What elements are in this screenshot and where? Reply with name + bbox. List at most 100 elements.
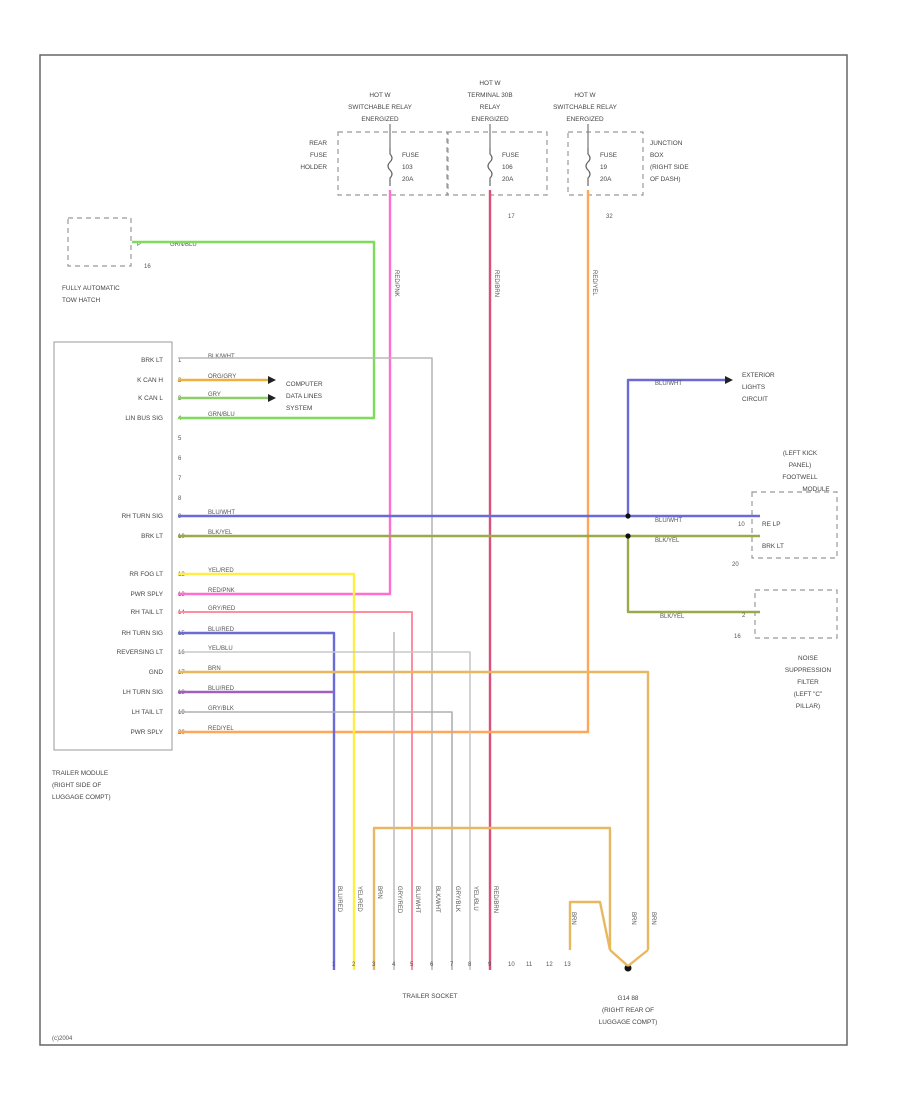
footer-code: (c)2004 [52, 1036, 73, 1042]
wire-yel-blu [178, 651, 471, 970]
module-pin-name: RH TURN SIG [122, 630, 163, 637]
module-wire-label: BLU/WHT [208, 510, 235, 516]
module-wire-label: BLK/YEL [208, 530, 233, 536]
wire-red-yel-fuse3 [178, 190, 590, 734]
socket-pin: 12 [546, 962, 553, 968]
module-wire-label: BRN [208, 666, 221, 672]
module-pin-name: K CAN L [138, 395, 163, 402]
wire-green-lin [132, 240, 376, 420]
wire-blk-wht [178, 357, 433, 970]
module-pin-name: RH TAIL LT [131, 609, 164, 616]
module-wire-label: YEL/BLU [208, 646, 233, 652]
noise-wire-label: BLK/YEL [660, 614, 685, 620]
socket-wire-label: RED/BRN [492, 886, 498, 913]
module-pin-name: LH TURN SIG [123, 689, 163, 696]
wire-blu-red [178, 631, 336, 970]
wire-brn-gnd [178, 670, 650, 950]
module-pin-number: 16 [178, 650, 185, 656]
module-pin-name: BRK LT [141, 533, 163, 540]
wire-brn-socket [372, 826, 612, 970]
footwell-pin-num-2: 20 [732, 562, 739, 568]
ground-icon [624, 964, 632, 972]
socket-pin: 11 [526, 962, 533, 968]
module-wire-label: BLU/RED [208, 627, 235, 633]
wire-brn-ground [568, 900, 612, 951]
module-pin-name: K CAN H [137, 377, 163, 384]
socket-pin: 9 [488, 962, 492, 968]
socket-pin: 5 [410, 962, 414, 968]
module-wire-label: GRY/BLK [208, 706, 234, 712]
module-wire-label: GRY [208, 392, 221, 398]
noise-filter-pin2: 16 [734, 634, 741, 640]
socket-pin: 10 [508, 962, 515, 968]
ground-wire-label-3: BRN [650, 912, 656, 925]
module-pin-name: LH TAIL LT [132, 709, 163, 716]
module-wire-label: RED/YEL [208, 726, 234, 732]
socket-wire-label: GRY/RED [396, 886, 402, 914]
module-wire-label: GRY/RED [208, 606, 236, 612]
exterior-arrow-icon [725, 376, 733, 384]
ground-wire-label-1: BRN [570, 912, 576, 925]
socket-wire-label: BLK/WHT [434, 886, 440, 913]
footwell-module-box [751, 491, 838, 559]
module-pin-number: 8 [178, 496, 182, 502]
wire-yel-red [178, 572, 356, 970]
wire-gry-red [178, 611, 413, 970]
diagram-border [39, 54, 848, 1046]
splice-dot-1 [625, 513, 631, 519]
socket-pin: 2 [352, 962, 356, 968]
module-wire-label: YEL/RED [208, 568, 234, 574]
socket-wire-label: GRY/BLK [454, 886, 460, 912]
module-pin-name: BRK LT [141, 357, 163, 364]
fuse-2-wire-label: RED/BRN [493, 270, 499, 297]
wire-red-pnk-fuse1 [178, 190, 392, 596]
socket-wire-label: BRN [376, 886, 382, 899]
fuse-3-wire-label: RED/YEL [591, 270, 597, 296]
footwell-pin-num-1: 10 [738, 522, 745, 528]
junction-box [567, 131, 644, 196]
wire-gry-blk [178, 711, 453, 970]
tow-hatch-pin-a: P [137, 242, 141, 248]
module-pin-name: LIN BUS SIG [125, 415, 163, 422]
socket-wire-label: YEL/RED [356, 886, 362, 912]
module-pin-name: PWR SPLY [130, 591, 163, 598]
module-pin-number: 5 [178, 436, 182, 442]
module-pin-number: 19 [178, 710, 185, 716]
socket-pin: 13 [564, 962, 571, 968]
fuse-box-middle [446, 131, 548, 196]
wire-blu-wht-ext [626, 378, 725, 516]
tow-hatch-box [67, 217, 132, 267]
footwell-wire-2-label: BLK/YEL [655, 538, 680, 544]
fuse-3-pin: 32 [606, 214, 613, 220]
footwell-pin-brk-lt: BRK LT [762, 543, 784, 550]
noise-filter-box [754, 589, 838, 639]
socket-pin: 8 [468, 962, 472, 968]
module-pin-number: 6 [178, 456, 182, 462]
socket-pin: 3 [372, 962, 376, 968]
module-pin-name: REVERSING LT [117, 649, 163, 656]
fuse-1-wire-label: RED/PNK [393, 270, 399, 297]
socket-pin: 6 [430, 962, 434, 968]
tow-hatch-pin-b: 16 [144, 264, 151, 270]
noise-filter-pin: 2 [742, 613, 746, 619]
